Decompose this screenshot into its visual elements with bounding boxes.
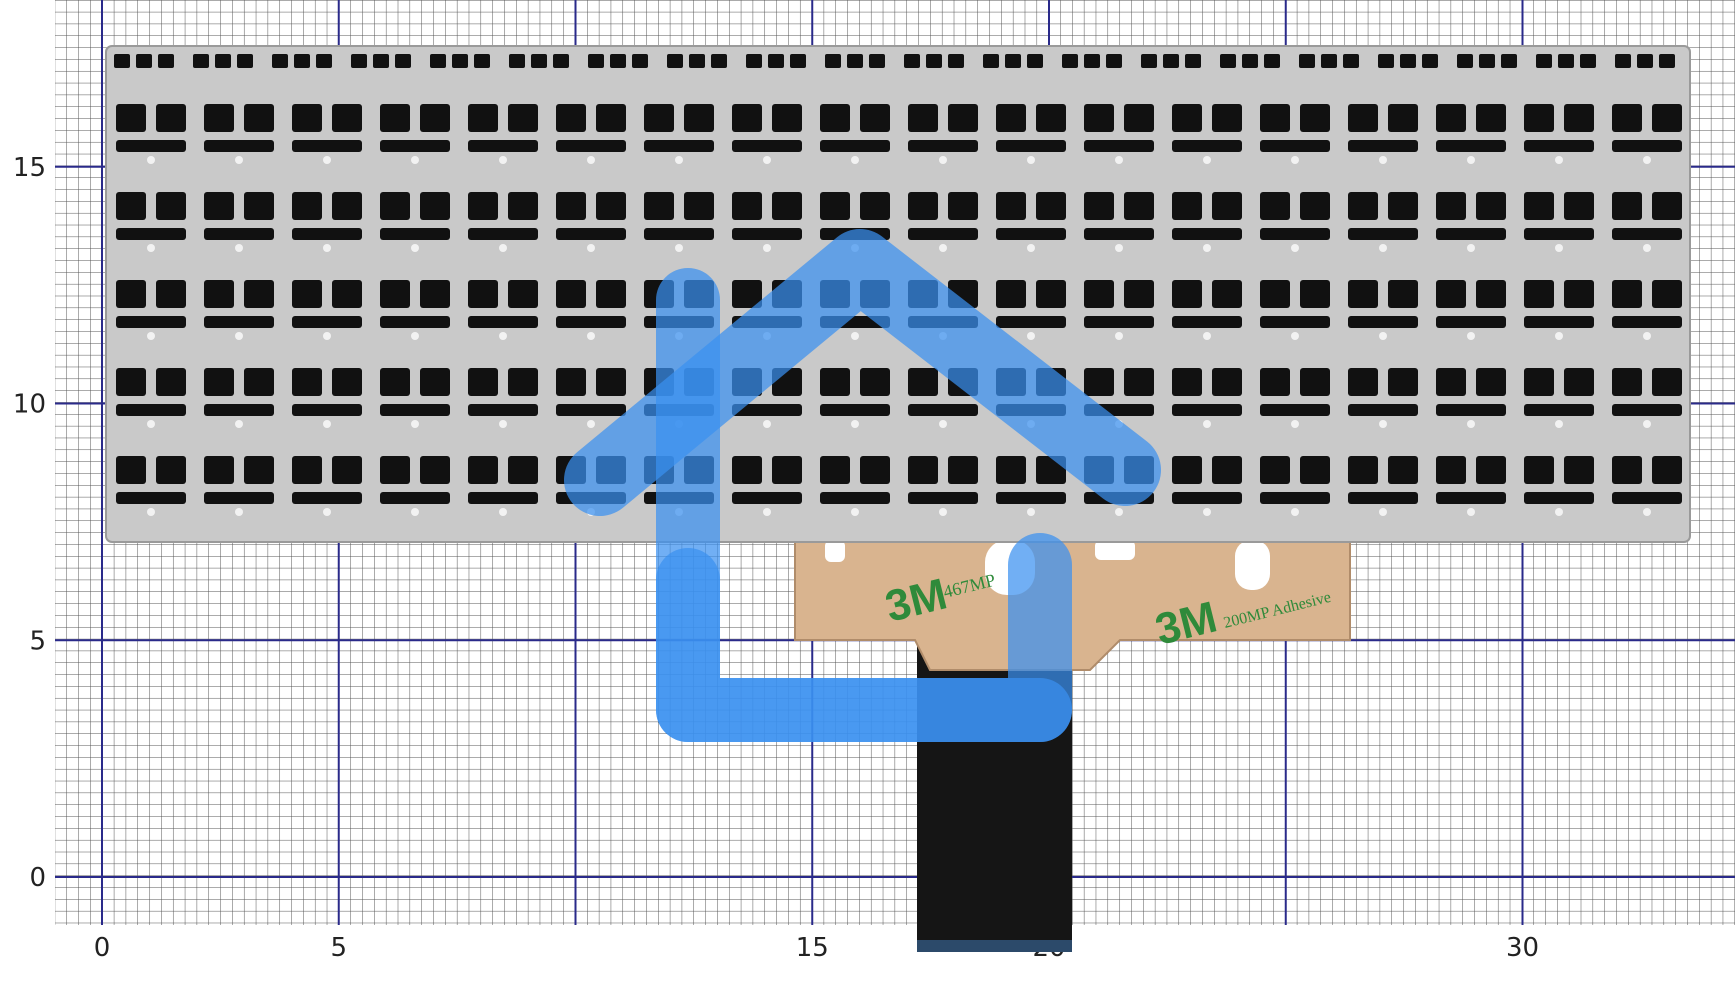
top-slot-row <box>110 50 1685 90</box>
x-axis-tick-label: 0 <box>94 933 111 963</box>
ribbon-cable-contacts <box>917 940 1072 952</box>
turn-arrow-icon <box>656 548 1072 742</box>
tape-slot <box>1095 540 1135 560</box>
adhesive-tape <box>794 534 1351 671</box>
x-axis-tick-label: 15 <box>796 933 829 963</box>
x-axis-tick-label: 5 <box>330 933 347 963</box>
y-axis-tick-label: 0 <box>29 863 46 893</box>
y-axis-tick-labels: 0 5 10 15 <box>13 153 46 893</box>
y-axis-tick-label: 15 <box>13 153 46 183</box>
y-axis-tick-label: 5 <box>29 626 46 656</box>
x-axis-tick-label: 30 <box>1506 933 1539 963</box>
tape-slot <box>1235 540 1270 590</box>
tape-slot <box>825 540 845 562</box>
y-axis-tick-label: 10 <box>13 390 46 420</box>
